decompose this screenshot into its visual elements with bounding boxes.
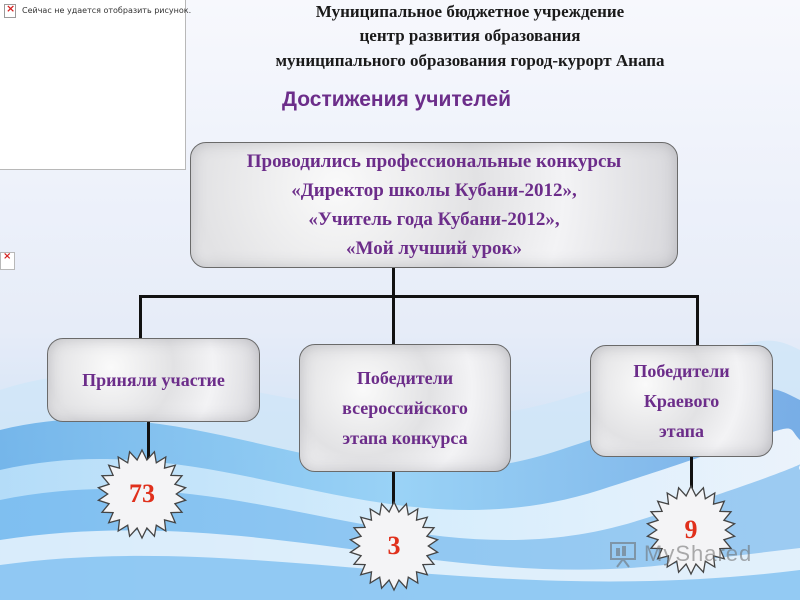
header-line-3: муниципального образования город-курорт … [275,51,665,70]
node-participated-label: Приняли участие [82,369,225,390]
node-national-winners: Победители всероссийского этапа конкурса [299,344,511,472]
node-national-winners-line-1: Победители [356,368,454,388]
watermark-logo: MyShared [608,536,768,572]
starburst-shape [348,500,440,592]
node-regional-winners: Победители Краевого этапа [590,345,773,457]
starburst-polygon [96,448,188,540]
node-competitions: Проводились профессиональные конкурсы «Д… [190,142,678,268]
broken-image-text: Сейчас не удается отобразить рисунок. [22,6,192,15]
header-line-1: Муниципальное бюджетное учреждение [315,2,625,21]
starburst-polygon [645,484,737,576]
watermark-text: MyShared [644,541,753,566]
node-regional-winners-line-3: этапа [659,421,704,441]
broken-image-icon [4,2,16,18]
connector-drop-3 [696,295,699,346]
value-participated: 73 [129,479,155,508]
broken-image-placeholder: Сейчас не удается отобразить рисунок. [0,0,191,170]
node-national-winners-line-2: всероссийского [342,398,468,418]
starburst-shape [96,448,188,540]
node-competitions-line-2: «Директор школы Кубани-2012», [291,180,577,201]
presentation-icon [610,542,636,568]
node-regional-winners-line-2: Краевого [643,391,720,411]
badge-regional-value: 9 [645,484,737,576]
starburst-shape [645,484,737,576]
small-broken-image-icon [0,251,15,270]
value-national-winners: 3 [387,531,401,560]
node-competitions-line-4: «Мой лучший урок» [346,238,522,259]
value-regional-winners: 9 [684,515,698,544]
node-national-winners-line-3: этапа конкурса [342,428,468,448]
connector-horizontal [139,295,699,298]
connector-value-2 [392,472,395,512]
connector-drop-1 [139,295,142,339]
node-competitions-line-3: «Учитель года Кубани-2012», [308,209,560,230]
badge-participated-value: 73 [96,448,188,540]
connector-value-3 [690,457,693,497]
connector-drop-2 [392,295,395,345]
connector-top-stem [392,268,395,298]
badge-national-value: 3 [348,500,440,592]
node-regional-winners-line-1: Победители [633,361,730,381]
node-participated: Приняли участие [47,338,260,422]
connector-value-1 [147,422,150,462]
header-line-2: центр развития образования [359,26,581,45]
node-competitions-line-1: Проводились профессиональные конкурсы [246,151,622,172]
page-subtitle: Достижения учителей [282,88,512,111]
starburst-polygon [348,500,440,592]
